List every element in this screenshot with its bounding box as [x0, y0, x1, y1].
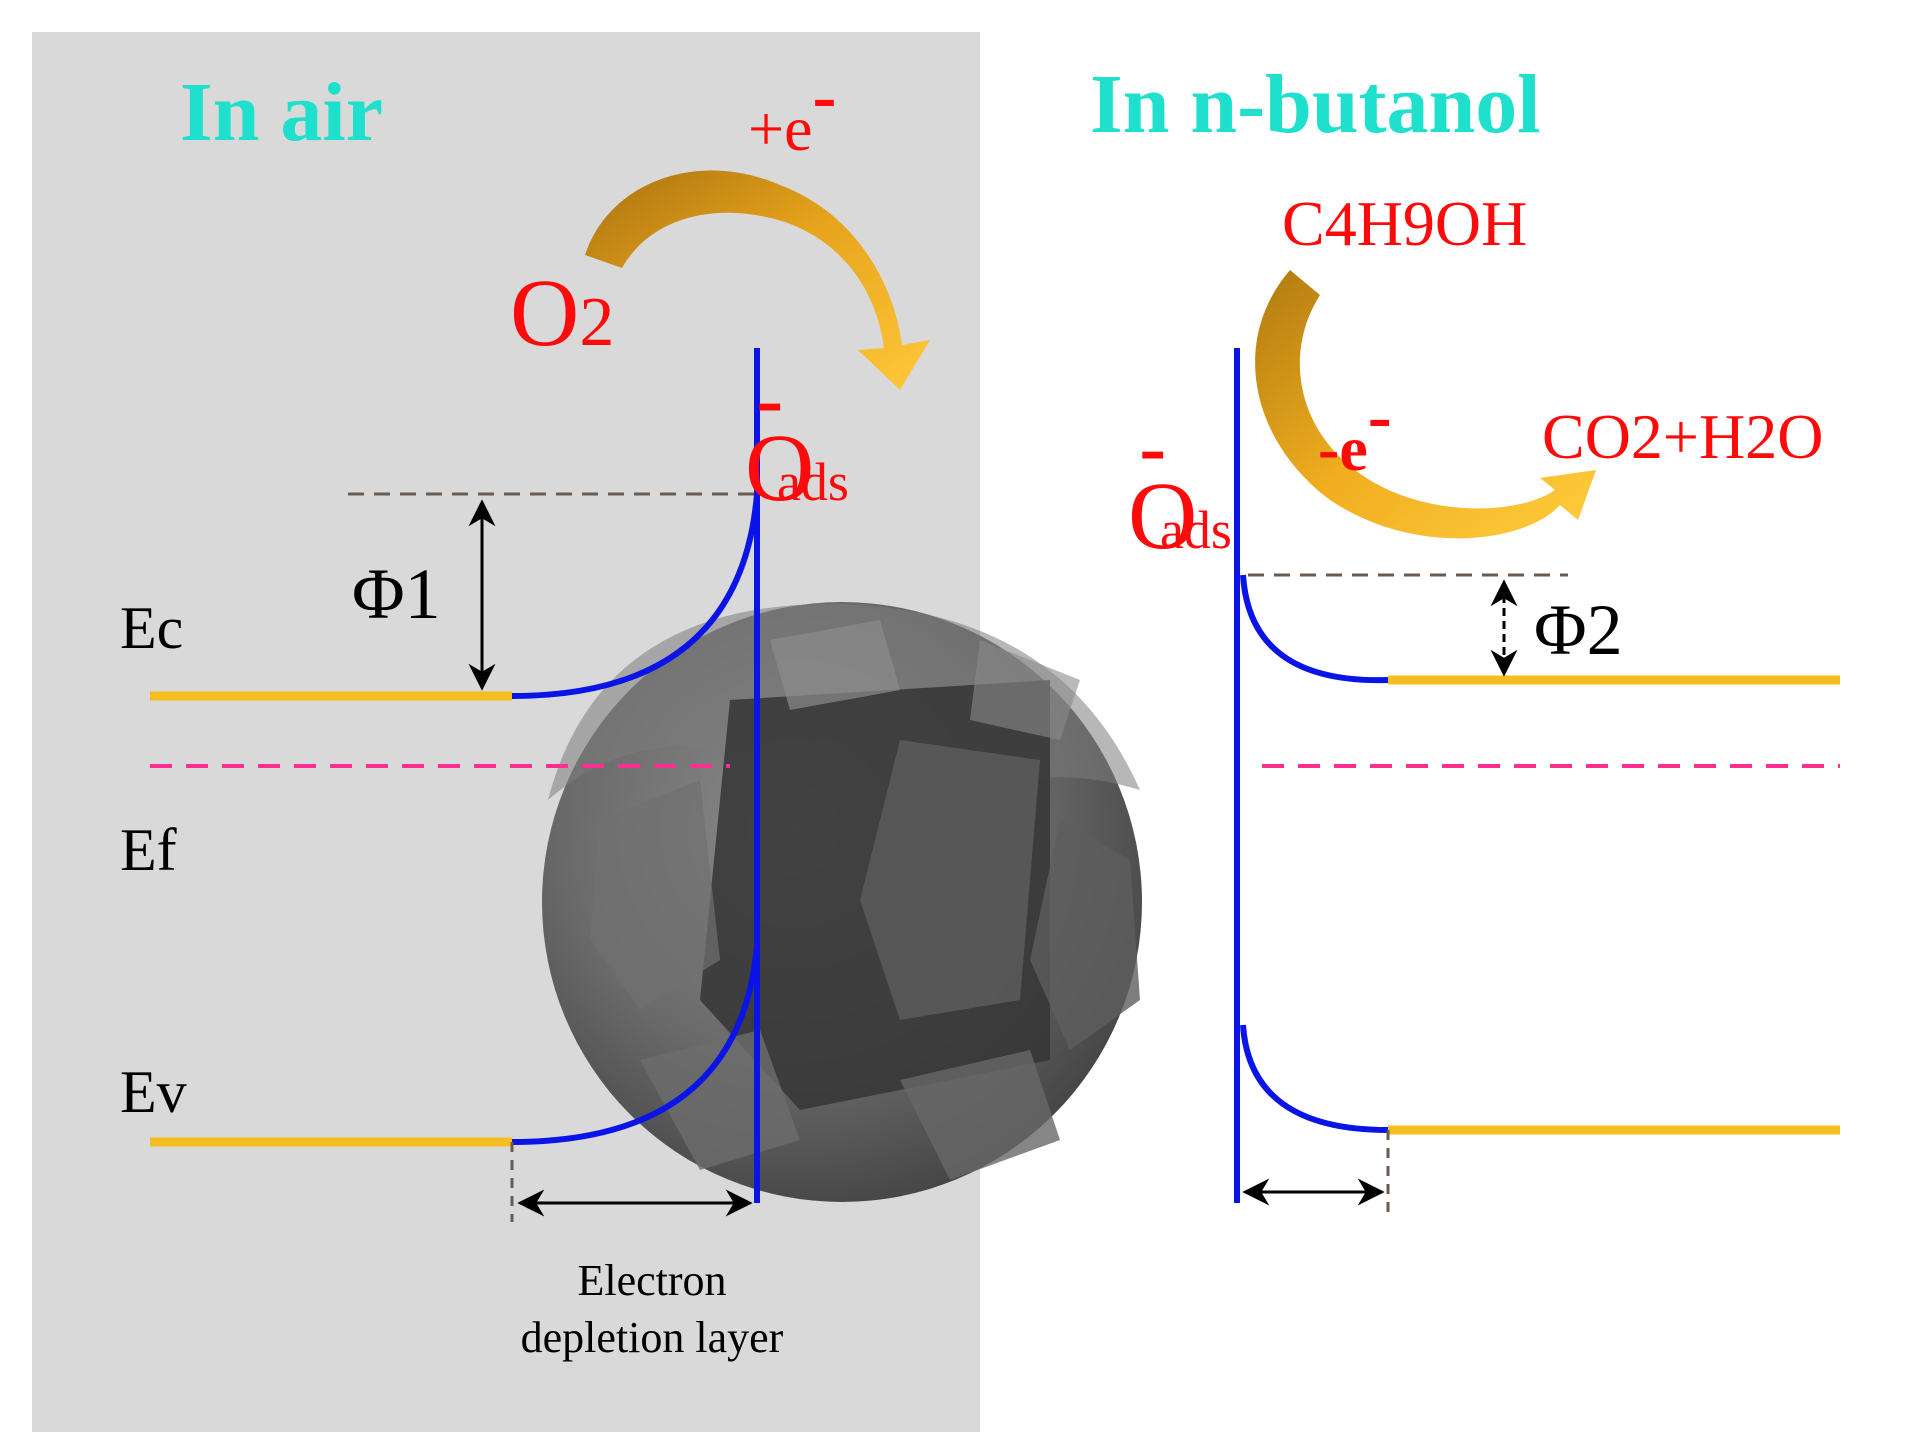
barrier-phi1-label: Φ1	[352, 554, 441, 634]
depletion-caption-line1: Electron	[577, 1256, 726, 1305]
barrier-phi2-label: Φ2	[1534, 590, 1623, 670]
products-label: CO2+H2O	[1542, 401, 1823, 472]
fermi-level-label: Ef	[120, 817, 177, 883]
oxygen-molecule-label: O2	[510, 259, 614, 366]
in-air-title: In air	[180, 66, 383, 159]
oxygen-adsorption-arrow	[585, 170, 930, 390]
adsorbed-oxygen-left: O-ads	[745, 356, 849, 521]
adsorbed-oxygen-right: O-ads	[1128, 404, 1232, 569]
electron-loss-label: -e-	[1318, 376, 1392, 484]
depletion-caption-line2: depletion layer	[521, 1313, 784, 1362]
electron-gain-label: +e-	[748, 56, 836, 164]
sem-sphere-image	[542, 602, 1142, 1202]
band-bend-valence-right	[1240, 1024, 1389, 1133]
band-bend-conduction-left	[511, 493, 760, 699]
band-bend-conduction-right	[1240, 574, 1389, 684]
valence-band-label: Ev	[120, 1059, 187, 1125]
in-butanol-title: In n-butanol	[1090, 58, 1541, 151]
conduction-band-label: Ec	[120, 595, 183, 661]
butanol-formula-label: C4H9OH	[1282, 188, 1527, 259]
butanol-oxidation-arrow	[1255, 270, 1596, 539]
band-bend-valence-left	[511, 944, 760, 1145]
